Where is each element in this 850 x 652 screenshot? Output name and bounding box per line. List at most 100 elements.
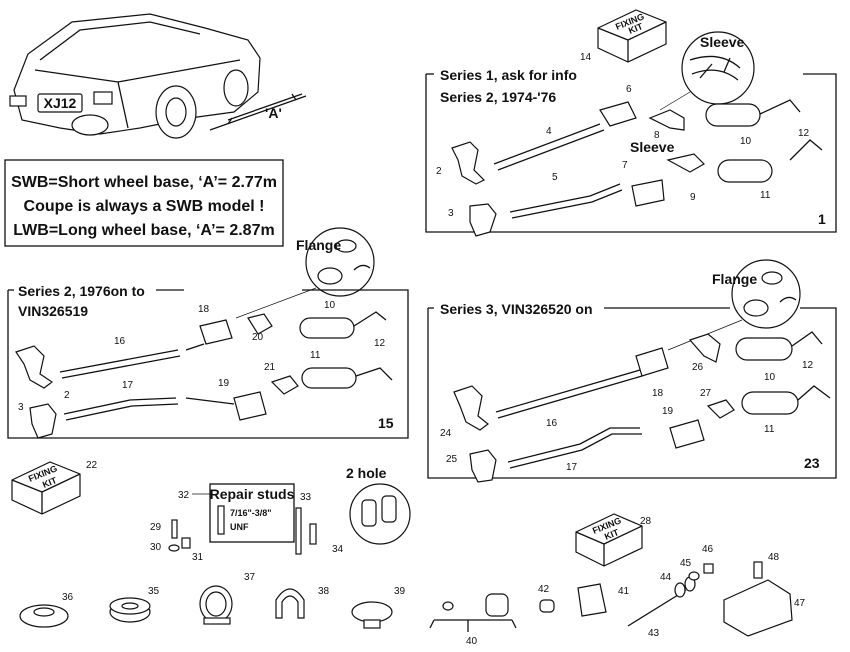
p23-manifold-25 bbox=[469, 449, 497, 483]
callout-31: 31 bbox=[192, 552, 204, 563]
license-plate bbox=[37, 93, 83, 113]
silencer-11 bbox=[717, 159, 773, 183]
callout-36: 36 bbox=[62, 592, 74, 603]
p1-callout-3: 3 bbox=[448, 208, 454, 219]
p1-callout-4: 4 bbox=[546, 126, 552, 137]
callout-45: 45 bbox=[680, 558, 692, 569]
callout-38: 38 bbox=[318, 586, 330, 597]
p15-pipe-19-in bbox=[185, 397, 235, 405]
p23-silencer-11 bbox=[741, 391, 799, 415]
p23-callout-10: 10 bbox=[764, 372, 776, 383]
p1-callout-2: 2 bbox=[436, 166, 442, 177]
repair-studs-box bbox=[209, 483, 295, 543]
p23-callout-19: 19 bbox=[662, 406, 674, 417]
p15-silencer-19 bbox=[233, 391, 267, 421]
silencer-6 bbox=[599, 101, 637, 127]
callout-33: 33 bbox=[300, 492, 312, 503]
p15-callout-19: 19 bbox=[218, 378, 230, 389]
callout-34: 34 bbox=[332, 544, 344, 555]
p23-pipe-17 bbox=[507, 427, 642, 469]
p15-callout-10: 10 bbox=[324, 300, 336, 311]
p23-silencer-19 bbox=[669, 419, 705, 449]
p23-callout-27: 27 bbox=[700, 388, 712, 399]
flange-label-15: Flange bbox=[296, 237, 341, 253]
p23-pipe-16 bbox=[495, 369, 643, 419]
p15-silencer-11 bbox=[301, 367, 357, 389]
p23-tailpipe-12 bbox=[791, 331, 831, 401]
panel-series1: Series 1, ask for info Series 2, 1974-'7… bbox=[425, 67, 837, 237]
callout-30: 30 bbox=[150, 542, 162, 553]
panel1-title-line1: Series 1, ask for info bbox=[440, 67, 577, 83]
p1-callout-9: 9 bbox=[690, 192, 696, 203]
wheelbase-note: SWB=Short wheel base, ‘A’= 2.77m Coupe i… bbox=[4, 159, 284, 247]
p23-callout-17: 17 bbox=[566, 462, 578, 473]
callout-14: 14 bbox=[580, 52, 592, 63]
repair-studs-size: 7/16"-3/8" bbox=[230, 508, 272, 518]
fixing-kit-14: FIXING KIT 14 bbox=[580, 9, 667, 63]
repair-studs-thread: UNF bbox=[230, 522, 249, 532]
panel15-title-line1: Series 2, 1976on to bbox=[18, 283, 145, 299]
note-line-3: LWB=Long wheel base, ‘A’= 2.87m bbox=[13, 222, 274, 239]
fixing-kit-22: FIXING KIT 22 bbox=[11, 460, 98, 515]
flange-detail-15: Flange bbox=[235, 227, 375, 319]
sleeve-8 bbox=[648, 109, 685, 131]
p15-silencer-18 bbox=[199, 319, 233, 345]
manifold-3 bbox=[469, 203, 497, 237]
callout-22: 22 bbox=[86, 460, 98, 471]
fixing-kit-28: FIXING KIT 28 bbox=[575, 513, 652, 567]
p1-callout-6: 6 bbox=[626, 84, 632, 95]
callout-35: 35 bbox=[148, 586, 160, 597]
p15-callout-11: 11 bbox=[310, 350, 321, 361]
p23-sleeve-26 bbox=[688, 333, 721, 363]
p23-callout-16: 16 bbox=[546, 418, 558, 429]
p23-callout-18: 18 bbox=[652, 388, 664, 399]
panel23-title: Series 3, VIN326520 on bbox=[440, 301, 593, 317]
panel1-index: 1 bbox=[818, 211, 826, 227]
p23-sleeve-27 bbox=[706, 399, 735, 419]
panel-series3: Series 3, VIN326520 on 23 10 11 12 16 17… bbox=[427, 301, 837, 483]
p15-pipe-16 bbox=[59, 349, 181, 379]
bottom-parts: 36 35 37 38 39 40 42 41 43 44 bbox=[19, 544, 806, 647]
callout-44: 44 bbox=[660, 572, 672, 583]
repair-studs-title: Repair studs bbox=[210, 486, 295, 502]
p1-callout-12: 12 bbox=[798, 128, 810, 139]
callout-29: 29 bbox=[150, 522, 162, 533]
p23-callout-26: 26 bbox=[692, 362, 704, 373]
note-box bbox=[4, 159, 284, 247]
p15-callout-3: 3 bbox=[18, 402, 24, 413]
panel23-index: 23 bbox=[804, 455, 820, 471]
sleeve-9 bbox=[666, 153, 705, 173]
silencer-7 bbox=[631, 179, 665, 207]
panel15-index: 15 bbox=[378, 415, 394, 431]
repair-studs: Repair studs 7/16"-3/8" UNF 32 29 30 31 … bbox=[150, 483, 344, 563]
callout-48: 48 bbox=[768, 552, 780, 563]
sleeve-label-top: Sleeve bbox=[700, 34, 745, 50]
p23-callout-24: 24 bbox=[440, 428, 452, 439]
flange-detail-23: Flange bbox=[667, 259, 801, 351]
p15-silencer-10 bbox=[299, 317, 355, 339]
p15-pipe-18-in bbox=[185, 343, 205, 351]
pipe-4 bbox=[493, 123, 605, 171]
note-line-1: SWB=Short wheel base, ‘A’= 2.77m bbox=[11, 174, 277, 191]
p23-silencer-18 bbox=[635, 347, 669, 377]
callout-47: 47 bbox=[794, 598, 806, 609]
p23-callout-12: 12 bbox=[802, 360, 814, 371]
p1-callout-11: 11 bbox=[760, 190, 771, 201]
p15-callout-2: 2 bbox=[64, 390, 70, 401]
two-hole-label: 2 hole bbox=[346, 465, 387, 481]
panel15-title-line2: VIN326519 bbox=[18, 303, 88, 319]
two-hole-detail: 2 hole bbox=[346, 465, 411, 545]
callout-42: 42 bbox=[538, 584, 550, 595]
p15-callout-20: 20 bbox=[252, 332, 264, 343]
panel-series2-1976: Series 2, 1976on to VIN326519 15 2 3 10 … bbox=[7, 283, 409, 439]
callout-37: 37 bbox=[244, 572, 256, 583]
sleeve-detail: Sleeve bbox=[659, 31, 755, 111]
panel1-title-line2: Series 2, 1974-'76 bbox=[440, 89, 556, 105]
p23-callout-25: 25 bbox=[446, 454, 458, 465]
p15-callout-12: 12 bbox=[374, 338, 386, 349]
pipe-5 bbox=[509, 183, 623, 219]
p15-manifold-3 bbox=[29, 403, 57, 439]
callout-40: 40 bbox=[466, 636, 478, 647]
p15-sleeve-20 bbox=[247, 313, 273, 335]
